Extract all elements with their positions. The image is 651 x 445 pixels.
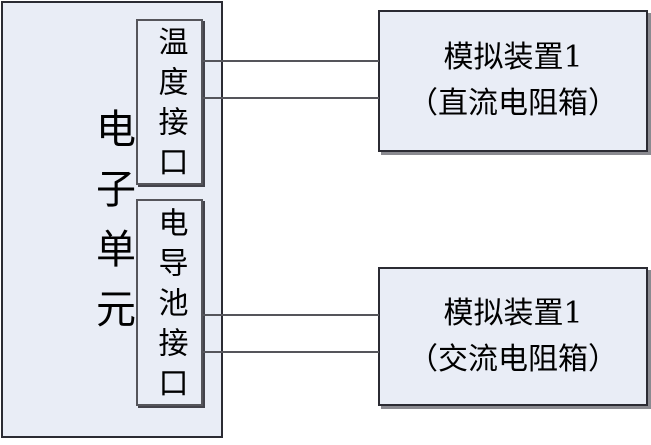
temperature-interface-label: 温度接口 bbox=[152, 26, 188, 186]
connector-line-temperature-2 bbox=[203, 97, 379, 99]
electronic-unit-label: 电子单元 bbox=[89, 107, 135, 348]
device-ac-box: 模拟装置1 （交流电阻箱） bbox=[378, 267, 648, 406]
temperature-interface-box: 温度接口 bbox=[136, 19, 203, 186]
device-dc-title: 模拟装置1 bbox=[443, 40, 583, 75]
device-ac-title: 模拟装置1 bbox=[443, 295, 583, 331]
device-dc-subtitle: （直流电阻箱） bbox=[408, 86, 618, 121]
connector-line-temperature-1 bbox=[203, 60, 379, 62]
device-ac-subtitle: （交流电阻箱） bbox=[408, 341, 618, 377]
conductivity-cell-interface-label: 电导池接口 bbox=[152, 206, 188, 407]
connector-line-conductivity-2 bbox=[203, 351, 379, 353]
conductivity-cell-interface-box: 电导池接口 bbox=[136, 199, 203, 407]
device-dc-box: 模拟装置1 （直流电阻箱） bbox=[378, 10, 648, 152]
connector-line-conductivity-1 bbox=[203, 314, 379, 316]
